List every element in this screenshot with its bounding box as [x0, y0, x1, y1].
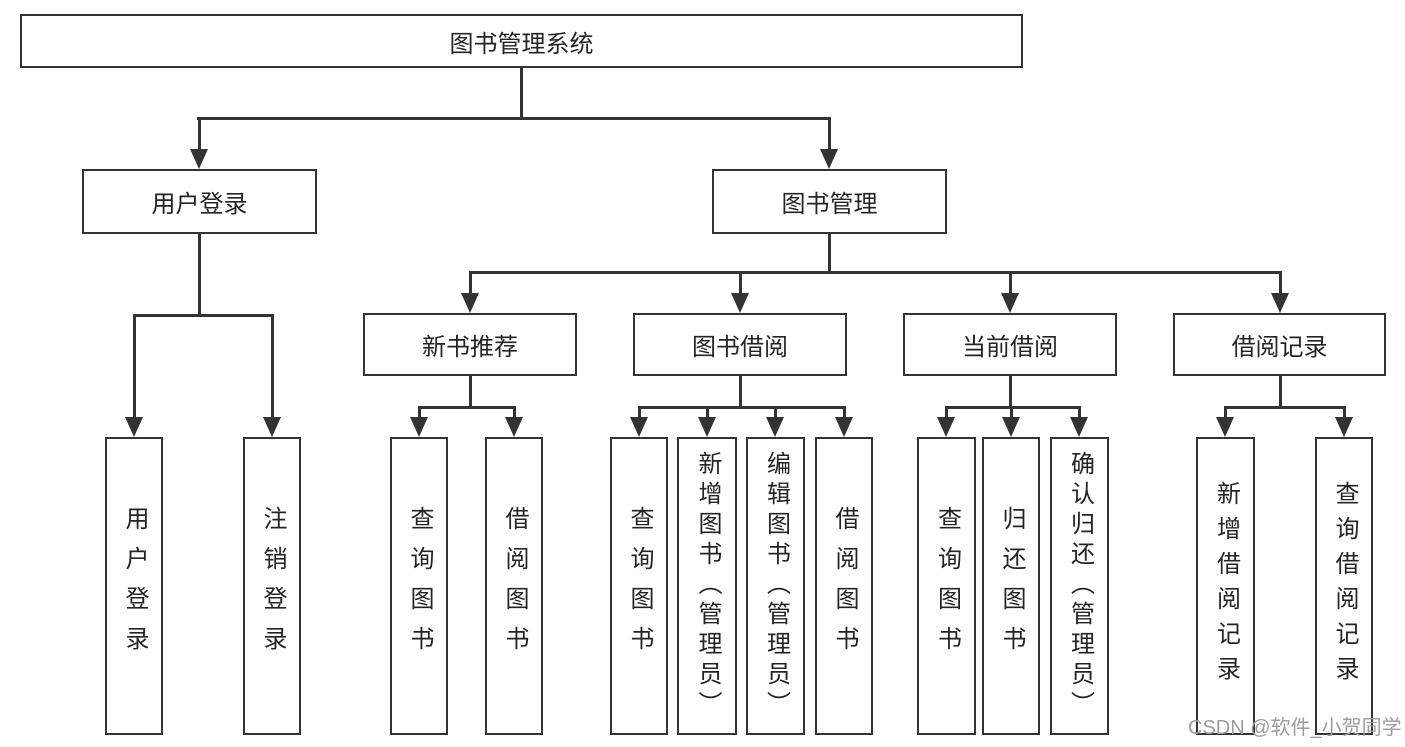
node-cb-confirm-return-label: 确认归还（管理员） — [1066, 451, 1094, 721]
node-book-management-label: 图书管理 — [781, 191, 878, 218]
node-nbr-borrow-book-label: 借阅图书 — [501, 506, 528, 666]
connector-br-rail — [1224, 406, 1346, 409]
connector-cb-rail — [945, 406, 1081, 409]
node-user-login-label: 用户登录 — [151, 191, 248, 218]
arrowhead-cb-query — [937, 417, 955, 437]
node-br-add-record: 新增借阅记录 — [1196, 437, 1255, 735]
node-br-add-record-label: 新增借阅记录 — [1212, 481, 1240, 691]
node-bb-borrow-book-label: 借阅图书 — [831, 506, 858, 666]
node-cb-return-book: 归还图书 — [982, 437, 1040, 735]
connector-drop-book-borrowing — [739, 271, 742, 299]
node-nbr-query-book: 查询图书 — [390, 437, 448, 735]
connector-drop-bb-query — [638, 406, 641, 425]
arrowhead-user-login — [190, 149, 208, 169]
node-bb-edit-book: 编辑图书（管理员） — [746, 437, 805, 735]
node-root-label: 图书管理系统 — [449, 30, 594, 58]
node-borrowing-records-label: 借阅记录 — [1231, 334, 1328, 361]
connector-nbr-rail — [418, 406, 516, 409]
node-current-borrowing: 当前借阅 — [903, 313, 1117, 376]
arrowhead-bb-borrow — [835, 417, 853, 437]
arrowhead-br-add — [1216, 417, 1234, 437]
node-leaf-logout-label: 注销登录 — [259, 506, 286, 666]
connector-drop-nbr-borrow — [513, 406, 516, 425]
connector-user-login-stem — [198, 234, 201, 316]
node-user-login: 用户登录 — [82, 169, 317, 234]
arrowhead-bb-query — [630, 417, 648, 437]
arrowhead-borrowing-records — [1271, 293, 1289, 313]
arrowhead-current-borrowing — [1001, 293, 1019, 313]
node-bb-query-book: 查询图书 — [610, 437, 668, 735]
arrowhead-nbr-borrow — [505, 417, 523, 437]
node-bb-edit-book-label: 编辑图书（管理员） — [762, 451, 790, 721]
arrowhead-new-book-recommend — [461, 293, 479, 313]
arrowhead-leaf-user-login — [125, 417, 143, 437]
node-new-book-recommend: 新书推荐 — [363, 313, 577, 376]
connector-drop-bb-borrow — [843, 406, 846, 425]
connector-drop-current-borrowing — [1009, 271, 1012, 299]
node-book-management: 图书管理 — [712, 169, 947, 234]
arrowhead-book-borrowing — [731, 293, 749, 313]
arrowhead-bb-add — [698, 417, 716, 437]
node-cb-confirm-return: 确认归还（管理员） — [1050, 437, 1109, 735]
node-book-borrowing-label: 图书借阅 — [692, 334, 788, 361]
connector-drop-bb-add — [706, 406, 709, 425]
node-br-query-record: 查询借阅记录 — [1315, 437, 1373, 735]
connector-bb-stem — [739, 376, 742, 408]
node-bb-query-book-label: 查询图书 — [626, 506, 653, 666]
arrowhead-br-query — [1335, 417, 1353, 437]
node-br-query-record-label: 查询借阅记录 — [1331, 481, 1358, 691]
node-bb-add-book: 新增图书（管理员） — [677, 437, 737, 735]
arrowhead-cb-return — [1002, 417, 1020, 437]
connector-drop-leaf-user-login — [133, 314, 136, 425]
connector-br-stem — [1279, 376, 1282, 408]
node-leaf-user-login: 用户登录 — [105, 437, 163, 735]
node-book-borrowing: 图书借阅 — [633, 313, 847, 376]
connector-drop-br-query — [1343, 406, 1346, 425]
connector-drop-cb-return — [1010, 406, 1013, 425]
connector-drop-cb-query — [945, 406, 948, 425]
connector-user-login-rail — [133, 314, 274, 317]
connector-drop-bb-edit — [774, 406, 777, 425]
connector-root-stem — [520, 68, 523, 118]
connector-drop-user-login — [198, 117, 201, 155]
node-bb-borrow-book: 借阅图书 — [815, 437, 873, 735]
node-cb-query-book-label: 查询图书 — [933, 506, 961, 666]
node-leaf-user-login-label: 用户登录 — [121, 506, 148, 666]
node-cb-return-book-label: 归还图书 — [998, 506, 1025, 666]
connector-nbr-stem — [469, 376, 472, 408]
connector-cb-stem — [1009, 376, 1012, 408]
node-current-borrowing-label: 当前借阅 — [962, 334, 1058, 361]
arrowhead-cb-confirm — [1070, 417, 1088, 437]
connector-bb-rail — [638, 406, 846, 409]
node-new-book-recommend-label: 新书推荐 — [422, 334, 518, 361]
connector-level2-rail — [197, 117, 831, 120]
node-cb-query-book: 查询图书 — [917, 437, 976, 735]
connector-drop-cb-confirm — [1078, 406, 1081, 425]
node-borrowing-records: 借阅记录 — [1173, 313, 1386, 376]
arrowhead-nbr-query — [410, 417, 428, 437]
node-nbr-query-book-label: 查询图书 — [406, 506, 433, 666]
arrowhead-leaf-logout — [263, 417, 281, 437]
connector-drop-borrowing-records — [1279, 271, 1282, 299]
node-bb-add-book-label: 新增图书（管理员） — [694, 451, 721, 721]
arrowhead-bb-edit — [766, 417, 784, 437]
arrowhead-book-management — [820, 149, 838, 169]
node-leaf-logout: 注销登录 — [243, 437, 301, 735]
connector-level3-rail — [469, 271, 1281, 274]
node-nbr-borrow-book: 借阅图书 — [485, 437, 543, 735]
connector-book-management-stem — [828, 234, 831, 273]
connector-drop-new-book-recommend — [469, 271, 472, 299]
connector-drop-book-management — [828, 117, 831, 155]
connector-drop-nbr-query — [418, 406, 421, 425]
connector-drop-leaf-logout — [271, 314, 274, 425]
connector-drop-br-add — [1224, 406, 1227, 425]
node-root: 图书管理系统 — [20, 14, 1023, 68]
watermark: CSDN @软件_小贺同学 — [1188, 717, 1402, 739]
